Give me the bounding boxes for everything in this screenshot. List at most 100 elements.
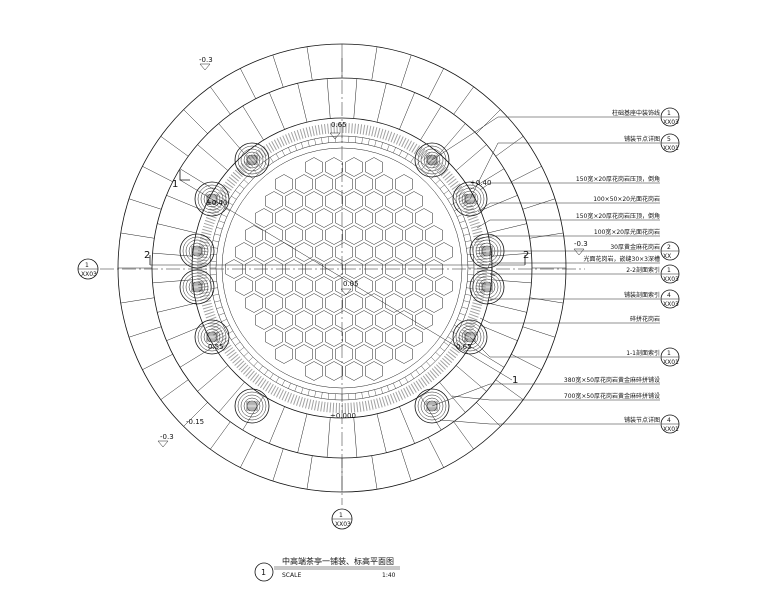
title-block: 1 中高端茶亭一铺装、标高平面图 SCALE 1:40: [254, 556, 400, 582]
step-hatch: [258, 365, 263, 371]
note-text: 2-2剖面索引: [626, 266, 660, 274]
cobble-cell: [435, 242, 453, 262]
column-ring: [414, 142, 450, 178]
level-marks: -0.3 ±0.40 0.65 +0.40 0.05 0.55 0.65 -0.…: [157, 56, 588, 448]
cobble-cell: [325, 361, 343, 381]
cobble-cell: [435, 276, 453, 296]
step-hatch: [258, 165, 263, 171]
joint-outer: [183, 109, 208, 134]
cobble-cell: [335, 174, 353, 194]
step-hatch: [404, 153, 409, 159]
section-2-label-right: 2: [523, 250, 529, 261]
cobble-cell: [395, 208, 413, 228]
step-hatch: [307, 389, 310, 396]
cobble-cell: [295, 208, 313, 228]
step-hatch: [368, 138, 370, 145]
cobble-cell: [355, 174, 373, 194]
leader-line: [475, 235, 491, 241]
column-ring: [203, 190, 221, 208]
cobble-cell: [295, 344, 313, 364]
column-ring: [240, 394, 264, 418]
joint-outer: [428, 68, 444, 99]
step-hatch: [399, 150, 403, 156]
cobble-cell: [395, 174, 413, 194]
note-text: 100×50×20光面花岗岩: [593, 195, 660, 203]
step-hatch: [443, 190, 449, 195]
leader-line: [479, 182, 491, 191]
joint-outer: [120, 232, 155, 239]
step-hatch: [288, 383, 291, 389]
step-hatch: [248, 356, 254, 362]
step-hatch: [275, 153, 280, 159]
leader-line: [431, 383, 491, 407]
level-bottom-left-a: -0.15: [186, 418, 204, 426]
joint-inner: [491, 252, 532, 257]
cobble-cell: [325, 225, 343, 245]
section-1-tick-left: [179, 170, 190, 181]
joint-inner: [439, 123, 466, 155]
detail-bubble-sheet: XX: [663, 253, 671, 260]
section-cut-labels: 1 1 2 2: [144, 179, 529, 386]
joint-outer: [210, 86, 231, 115]
cobble-cell: [375, 276, 393, 296]
step-hatch: [214, 233, 221, 236]
note-text: 柱础基座中装饰线: [612, 109, 660, 117]
step-hatch: [307, 140, 310, 147]
joint-outer: [522, 326, 556, 338]
cobble-cell: [315, 344, 333, 364]
joint-outer: [128, 326, 162, 338]
joint-inner: [197, 365, 229, 392]
step-hatch: [430, 356, 436, 362]
level-right-low: 0.65: [456, 343, 472, 351]
joint-outer: [522, 198, 556, 210]
joint-inner: [326, 78, 331, 119]
cobble-cell: [345, 293, 363, 313]
cobble-cell: [405, 327, 423, 347]
cobble-cell: [365, 293, 383, 313]
column-ring: [197, 184, 227, 214]
column-ring: [188, 278, 206, 296]
cobble-cell: [335, 208, 353, 228]
cobble-cell: [285, 191, 303, 211]
column-ring: [185, 275, 209, 299]
column-ring: [458, 187, 482, 211]
step-hatch: [212, 240, 219, 242]
joint-outer: [511, 354, 542, 370]
step-hatch: [301, 142, 304, 149]
column-ring: [243, 151, 261, 169]
joint-inner: [491, 279, 532, 284]
step-hatch: [239, 184, 245, 189]
joint-outer: [495, 136, 524, 157]
cobble-cell: [375, 174, 393, 194]
step-hatch: [457, 214, 463, 217]
joint-outer: [240, 68, 256, 99]
cobble-cell: [385, 293, 403, 313]
cobble-cell: [355, 310, 373, 330]
cobble-cell: [305, 157, 323, 177]
joint-outer: [240, 437, 256, 468]
step-hatch: [399, 380, 403, 386]
joint-inner: [179, 168, 215, 190]
level-right-side: -0.3: [574, 240, 588, 248]
column-ring: [182, 272, 212, 302]
step-hatch: [216, 306, 223, 309]
cobble-cell: [265, 327, 283, 347]
step-hatch: [221, 214, 227, 217]
column-ring: [197, 322, 227, 352]
cobble-cell: [305, 361, 323, 381]
cobble-cell: [385, 327, 403, 347]
cobble-cell: [255, 276, 273, 296]
cobble-cell: [385, 225, 403, 245]
column-ring: [179, 269, 215, 305]
cobble-cell: [375, 344, 393, 364]
joint-inner: [269, 406, 285, 444]
step-hatch: [439, 184, 445, 189]
step-hatch: [467, 280, 474, 282]
cobble-cell: [285, 293, 303, 313]
column-ring: [417, 145, 447, 175]
column-ring: [194, 319, 230, 355]
cobble-cell: [425, 225, 443, 245]
cobble-cell: [325, 191, 343, 211]
note-text: 100宽×20厚光面花岗岩: [594, 228, 660, 236]
